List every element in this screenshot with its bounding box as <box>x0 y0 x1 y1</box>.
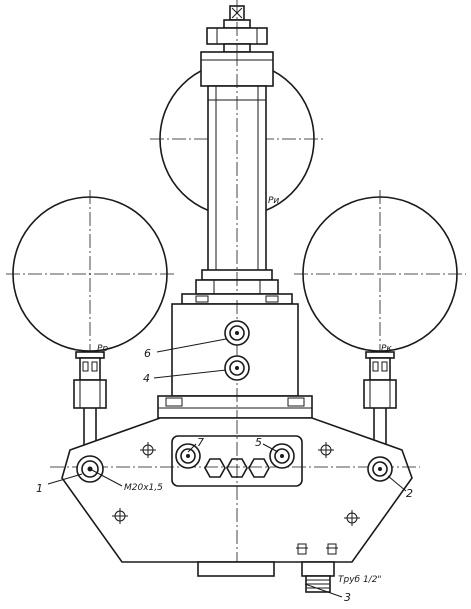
port-5 <box>269 443 295 469</box>
gauge-top-label: Pи <box>268 196 279 206</box>
gauge-left <box>6 190 176 452</box>
gauge-right-label: Pк <box>381 344 392 354</box>
base-plate <box>50 417 420 570</box>
port-7 <box>175 443 201 469</box>
callout-2: 2 <box>406 487 413 500</box>
upper-block <box>157 293 313 420</box>
callout-3: 3 <box>344 591 351 604</box>
leader-lines <box>47 338 407 598</box>
callout-6: 6 <box>144 347 151 360</box>
callout-4: 4 <box>143 372 150 385</box>
top-cap <box>206 0 268 58</box>
port-4 <box>224 355 250 381</box>
callout-7: 7 <box>197 436 204 449</box>
thread-label: M20x1,5 <box>124 483 163 493</box>
central-column <box>195 51 279 300</box>
gauge-right <box>294 190 466 452</box>
gauge-left-label: Pp <box>97 344 108 354</box>
port-6 <box>224 320 250 346</box>
bottom-fitting <box>197 543 338 593</box>
callout-5: 5 <box>255 436 262 449</box>
callout-1: 1 <box>36 482 43 495</box>
port-2 <box>367 456 393 482</box>
pipe-label: Труб 1/2" <box>338 575 382 585</box>
